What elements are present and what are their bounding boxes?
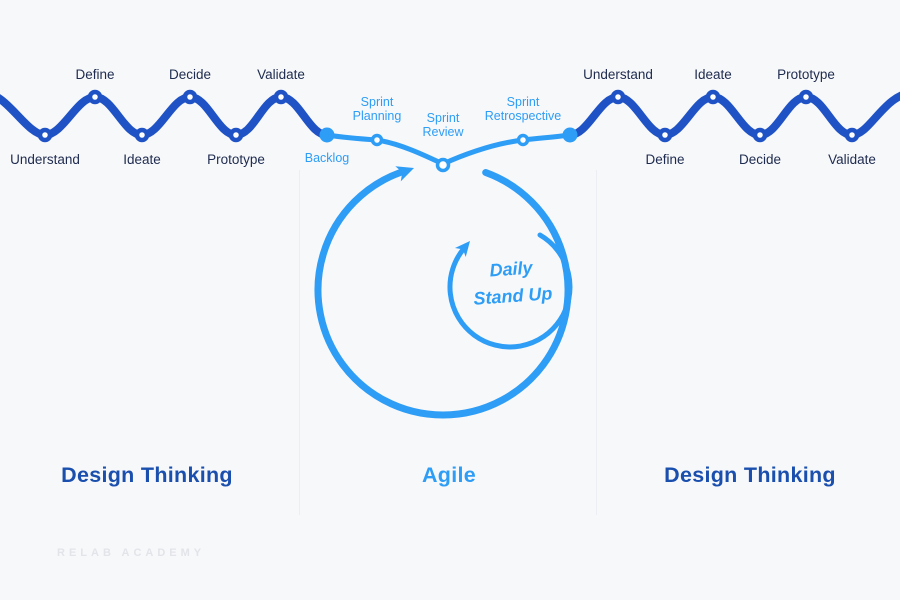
node-sprint-review — [435, 157, 451, 173]
daily-standup-circle — [447, 232, 573, 350]
label-decide-left: Decide — [168, 67, 212, 82]
agile-loop-arrow-icon — [395, 166, 414, 182]
node-define-right — [657, 127, 673, 143]
node-sprint-exit — [562, 127, 578, 143]
node-ideate-left — [134, 127, 150, 143]
section-title-design-thinking-right: Design Thinking — [664, 463, 836, 487]
label-sprint-retrospective: Sprint Retrospective — [484, 95, 562, 123]
label-ideate-left: Ideate — [123, 152, 161, 167]
node-prototype-right — [798, 89, 814, 105]
label-prototype-left: Prototype — [207, 152, 265, 167]
label-ideate-right: Ideate — [694, 67, 732, 82]
node-ideate-right — [705, 89, 721, 105]
node-backlog — [319, 127, 335, 143]
node-understand-right — [610, 89, 626, 105]
section-title-agile: Agile — [421, 463, 477, 487]
node-decide-right — [752, 127, 768, 143]
section-divider-right — [596, 170, 597, 515]
node-understand-left — [37, 127, 53, 143]
label-backlog: Backlog — [304, 151, 350, 165]
agile-loop-circle — [314, 169, 572, 419]
watermark-relab-academy: RELAB ACADEMY — [57, 547, 206, 559]
label-sprint-planning: Sprint Planning — [352, 95, 402, 123]
daily-standup-arrow-icon — [454, 241, 470, 257]
label-validate-right: Validate — [828, 152, 876, 167]
label-understand-left: Understand — [10, 152, 80, 167]
node-validate-left — [273, 89, 289, 105]
node-sprint-retrospective — [516, 133, 530, 147]
node-sprint-planning — [370, 133, 384, 147]
node-prototype-left — [228, 127, 244, 143]
label-define-left: Define — [75, 67, 115, 82]
label-define-right: Define — [645, 152, 685, 167]
label-sprint-review: Sprint Review — [422, 111, 464, 139]
section-divider-left — [299, 170, 300, 515]
label-prototype-right: Prototype — [777, 67, 835, 82]
label-daily-standup: Daily Stand Up — [472, 257, 554, 309]
node-decide-left — [182, 89, 198, 105]
label-understand-right: Understand — [583, 67, 653, 82]
label-decide-right: Decide — [738, 152, 782, 167]
node-define-left — [87, 89, 103, 105]
label-validate-left: Validate — [257, 67, 305, 82]
section-title-design-thinking-left: Design Thinking — [61, 463, 233, 487]
node-validate-right — [844, 127, 860, 143]
